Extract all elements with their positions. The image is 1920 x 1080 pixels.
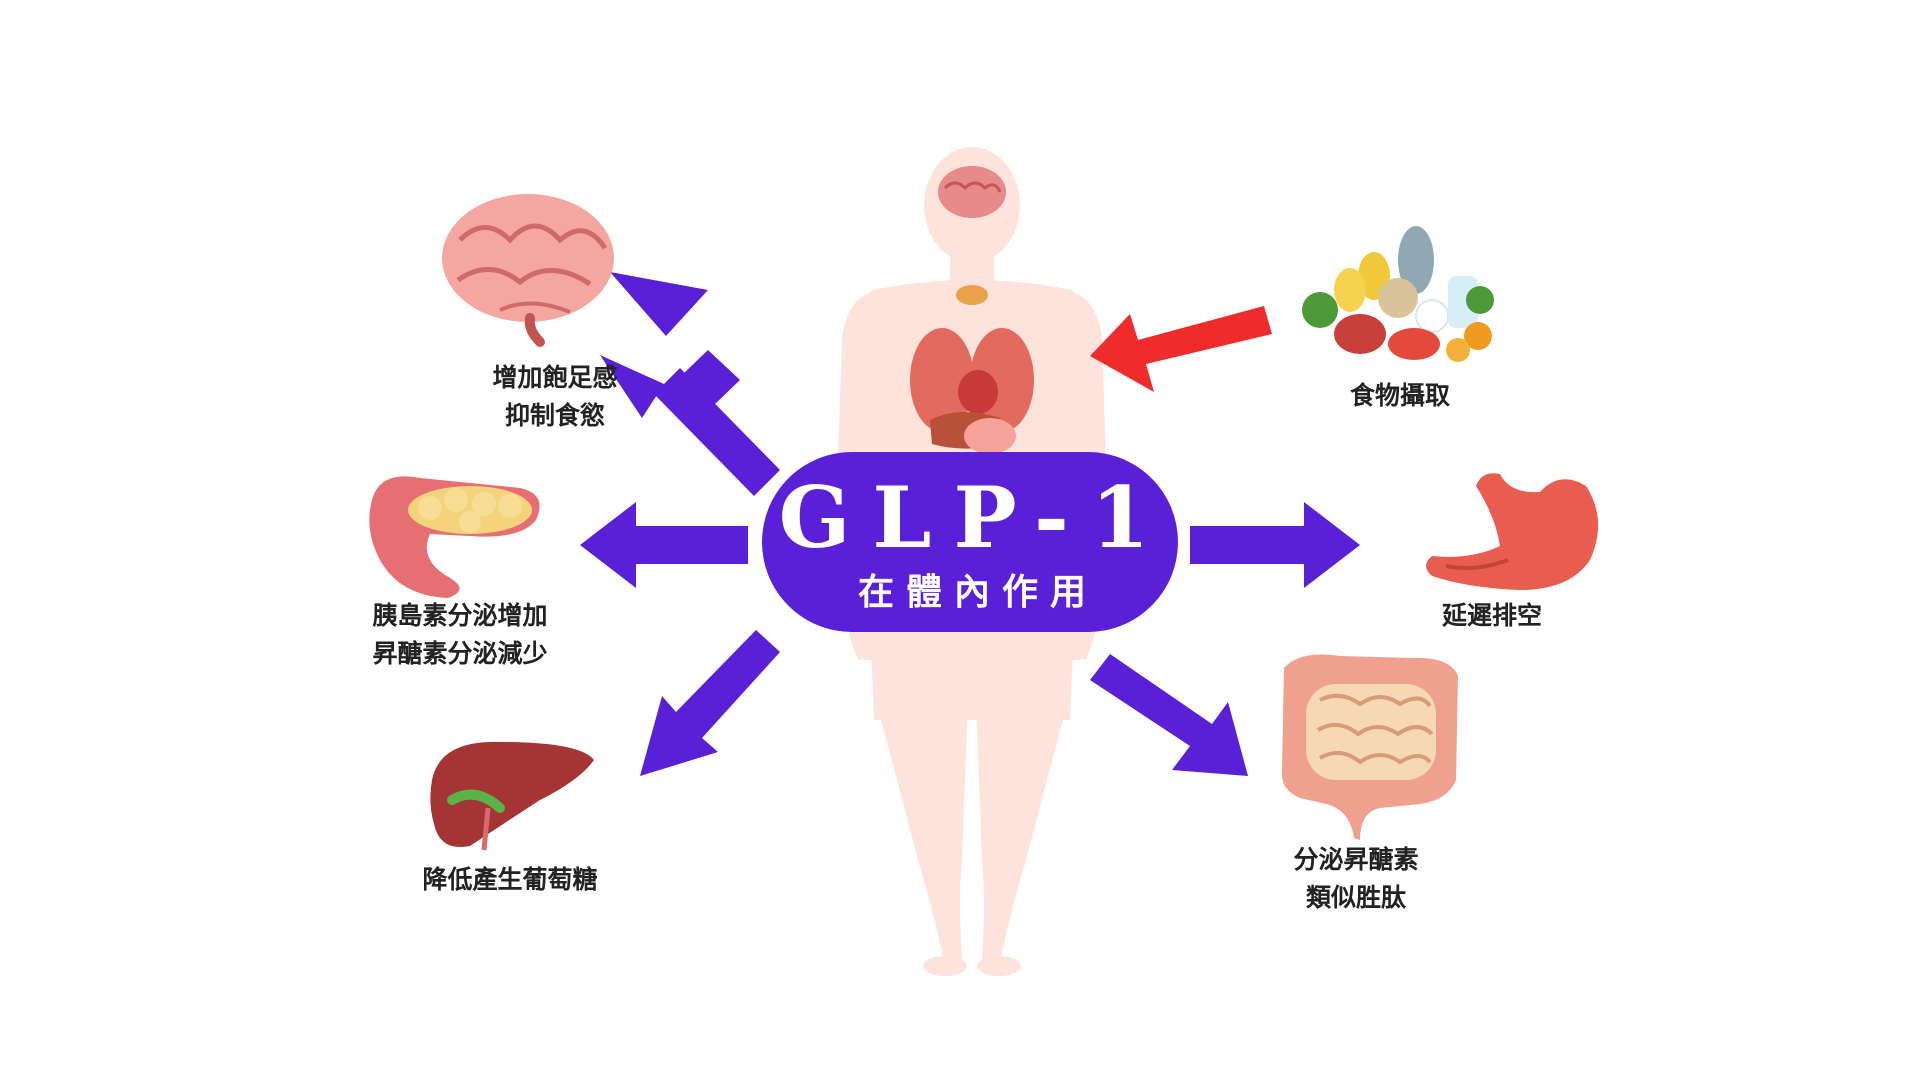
arrow-to-brain-shaft [654,368,780,496]
arrow-to-liver [640,630,780,776]
pancreas-label-line1: 胰島素分泌增加 [372,601,547,630]
intestine-icon [1281,654,1458,840]
intestine-label-line2: 類似胜肽 [1306,883,1407,912]
arrow-from-food [1090,306,1272,392]
pancreas-icon [369,476,540,598]
pancreas-label-line2: 昇醣素分泌減少 [372,639,547,668]
liver-label: 降低產生葡萄糖 [422,865,597,894]
food-label: 食物攝取 [1350,381,1450,410]
glp1-subtitle: 在體內作用 [858,571,1098,613]
brain-label-line1: 增加飽足感 [492,363,617,392]
brain-icon [442,194,614,347]
glp1-title: GLP-1 [779,468,1172,567]
stomach-icon [1426,473,1599,590]
glp1-center-badge: GLP-1 在體內作用 [762,452,1178,632]
arrow-to-brain-tip [610,272,708,336]
arrow-to-intestine [1090,654,1248,776]
arrow-to-brain-head [600,355,664,418]
intestine-label-line1: 分泌昇醣素 [1293,845,1418,874]
brain-label-line2: 抑制食慾 [505,401,605,430]
arrow-to-pancreas [580,502,748,588]
liver-icon [430,741,594,851]
food-icon [1302,226,1494,362]
stomach-label: 延遲排空 [1441,601,1542,630]
arrow-to-stomach [1190,502,1360,588]
effect-arrows [580,272,1360,776]
